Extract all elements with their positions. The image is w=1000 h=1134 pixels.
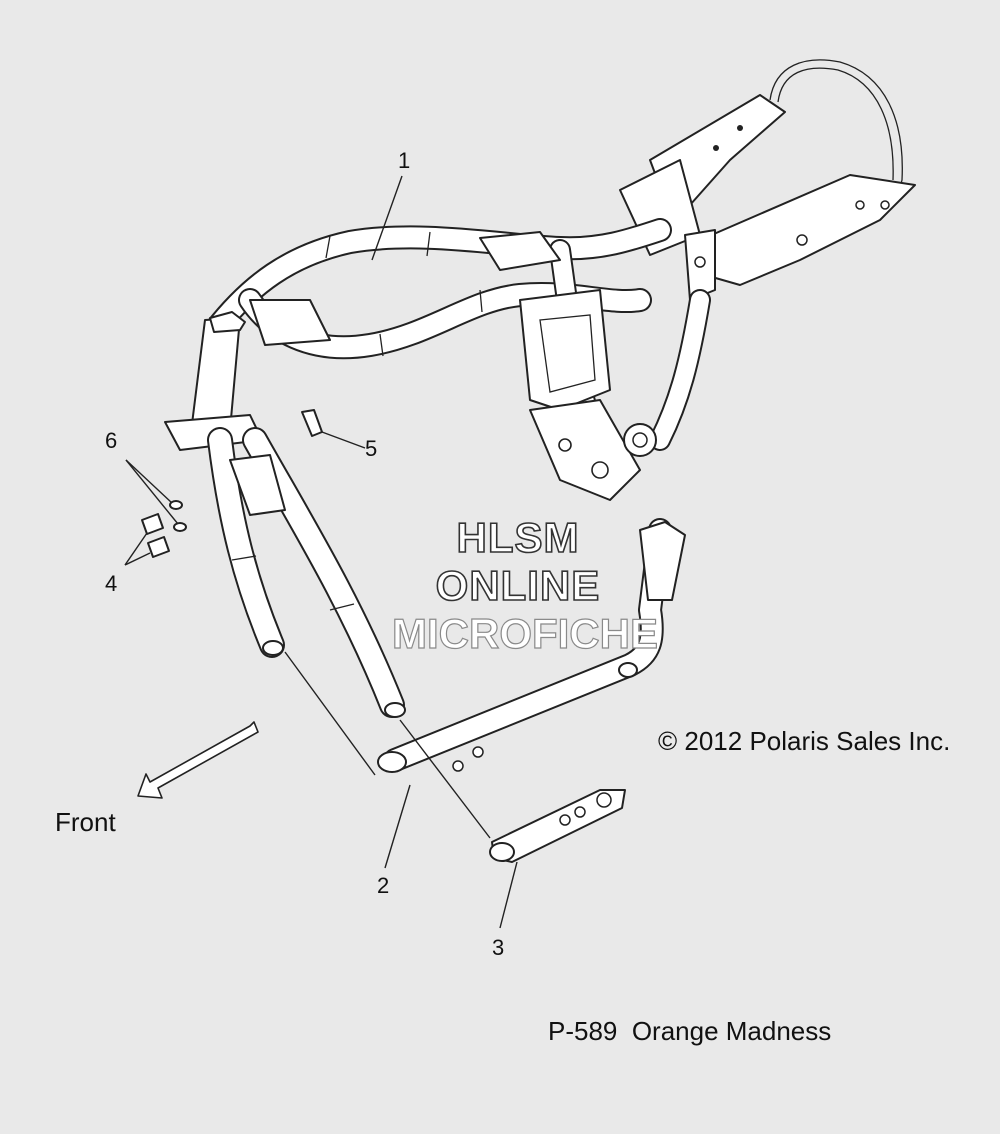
copyright-text: © 2012 Polaris Sales Inc. <box>658 726 950 756</box>
callout-4: 4 <box>105 571 117 596</box>
rear-fender-struts <box>619 94 916 301</box>
callout-3: 3 <box>492 935 504 960</box>
front-label: Front <box>55 807 116 837</box>
page-caption: P-589 Orange Madness <box>548 1016 831 1046</box>
watermark-line-2: ONLINE <box>436 562 601 609</box>
callout-1: 1 <box>398 148 410 173</box>
bolts-and-nuts <box>141 500 187 558</box>
lower-frame-rail <box>377 518 686 773</box>
front-arrow-icon <box>137 721 259 799</box>
seat-tower-bracket <box>479 231 657 501</box>
watermark-line-3: MICROFICHE <box>392 610 658 657</box>
rear-seat-loop <box>769 59 903 196</box>
lower-frame-rail-right <box>489 789 626 863</box>
steering-head <box>164 299 331 451</box>
watermark-line-1: HLSM <box>457 514 580 561</box>
leader-lines <box>124 175 518 929</box>
callout-2: 2 <box>377 873 389 898</box>
callout-6: 6 <box>105 428 117 453</box>
small-bracket <box>301 409 323 437</box>
callout-5: 5 <box>365 436 377 461</box>
front-down-tubes <box>207 427 406 718</box>
